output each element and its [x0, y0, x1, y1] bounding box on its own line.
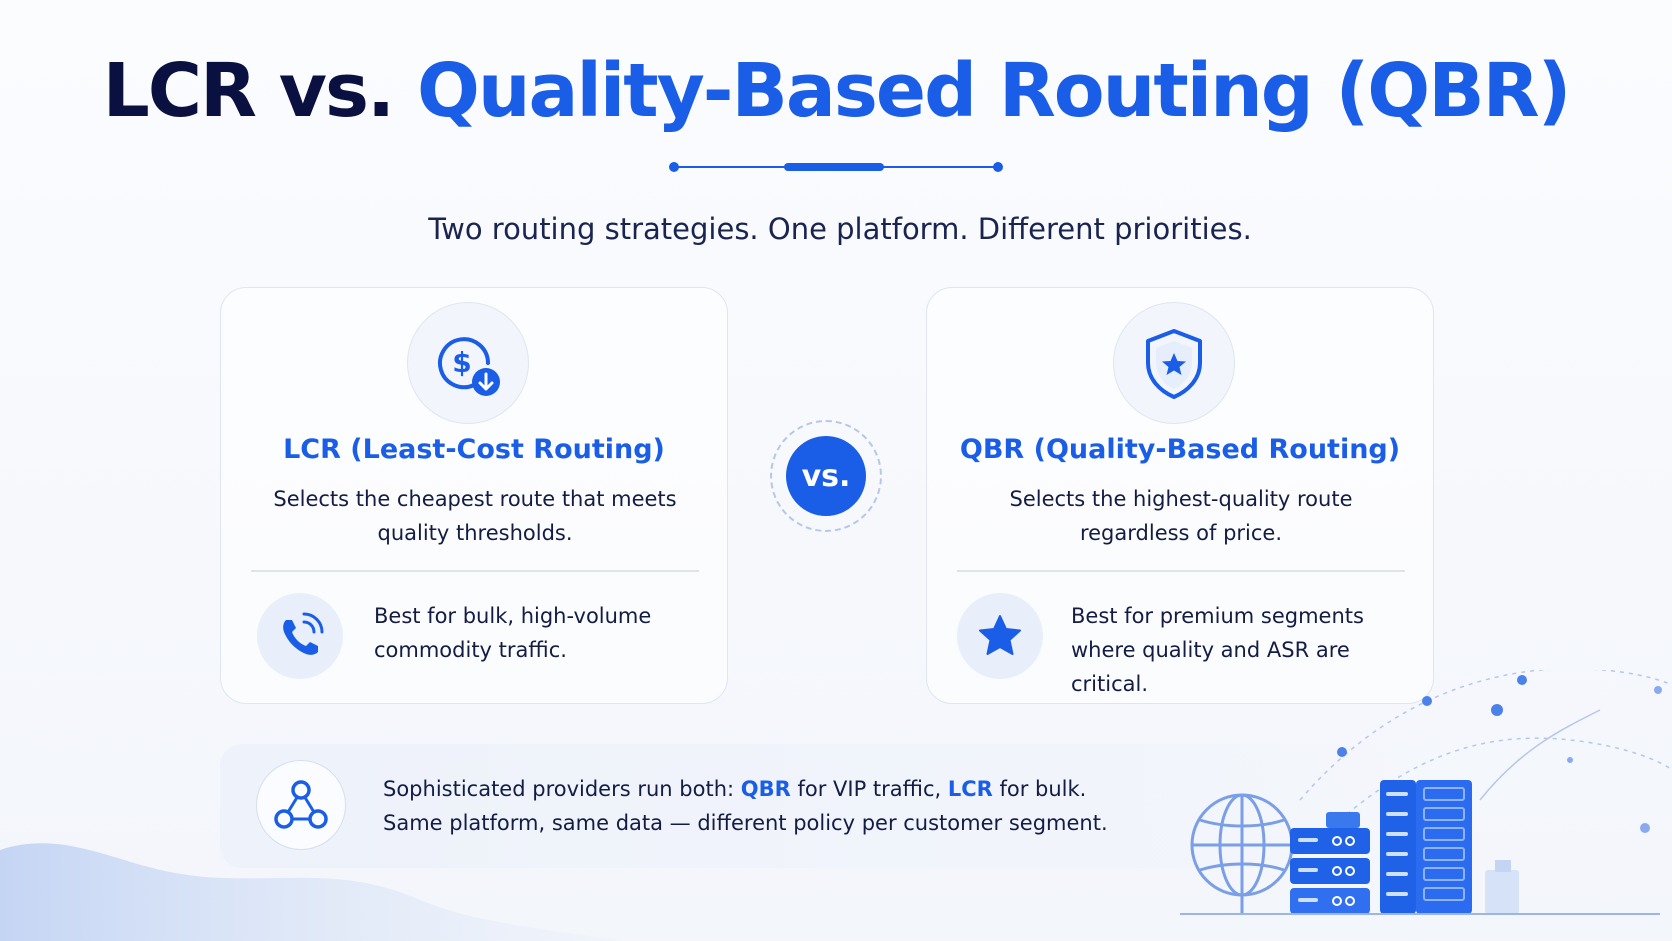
- svg-text:$: $: [452, 346, 471, 379]
- summary-text: Sophisticated providers run both: QBR fo…: [383, 772, 1143, 840]
- page-subtitle: Two routing strategies. One platform. Di…: [428, 212, 1252, 246]
- summary-lcr: LCR: [947, 777, 993, 801]
- vs-ring: vs.: [770, 420, 882, 532]
- lcr-card: $ LCR (Least-Cost Routing) Selects the c…: [220, 287, 728, 704]
- summary-mid: for VIP traffic,: [790, 777, 948, 801]
- lcr-card-title: LCR (Least-Cost Routing): [283, 434, 665, 465]
- lcr-card-note: Best for bulk, high-volume commodity tra…: [374, 604, 652, 662]
- page-title: LCR vs. Quality-Based Routing (QBR): [0, 48, 1672, 134]
- decorative-wave: [0, 843, 620, 941]
- summary-suffix: for bulk.: [992, 777, 1087, 801]
- star-icon: [957, 593, 1043, 679]
- phone-icon: [257, 593, 343, 679]
- card-divider: [957, 570, 1405, 572]
- lcr-card-description: Selects the cheapest route that meets qu…: [273, 487, 677, 545]
- summary-prefix: Sophisticated providers run both:: [383, 777, 741, 801]
- server-globe-illustration: [1180, 670, 1672, 915]
- title-qbr: Quality-Based Routing (QBR): [416, 48, 1571, 134]
- title-divider: [669, 162, 1003, 172]
- summary-line-2: Same platform, same data — different pol…: [383, 811, 1108, 835]
- summary-line-1: Sophisticated providers run both: QBR fo…: [383, 772, 1143, 806]
- summary-panel: Sophisticated providers run both: QBR fo…: [220, 744, 1430, 868]
- dollar-down-icon: $: [407, 302, 529, 424]
- qbr-card-note: Best for premium segments where quality …: [1071, 604, 1364, 696]
- network-icon: [256, 760, 346, 850]
- qbr-card-description: Selects the highest-quality route regard…: [1009, 487, 1353, 545]
- card-divider: [251, 570, 699, 572]
- qbr-card: QBR (Quality-Based Routing) Selects the …: [926, 287, 1434, 704]
- shield-star-icon: [1113, 302, 1235, 424]
- vs-badge: vs.: [786, 436, 866, 516]
- qbr-card-title: QBR (Quality-Based Routing): [959, 434, 1401, 465]
- summary-qbr: QBR: [740, 777, 791, 801]
- title-lcr: LCR vs.: [102, 48, 396, 134]
